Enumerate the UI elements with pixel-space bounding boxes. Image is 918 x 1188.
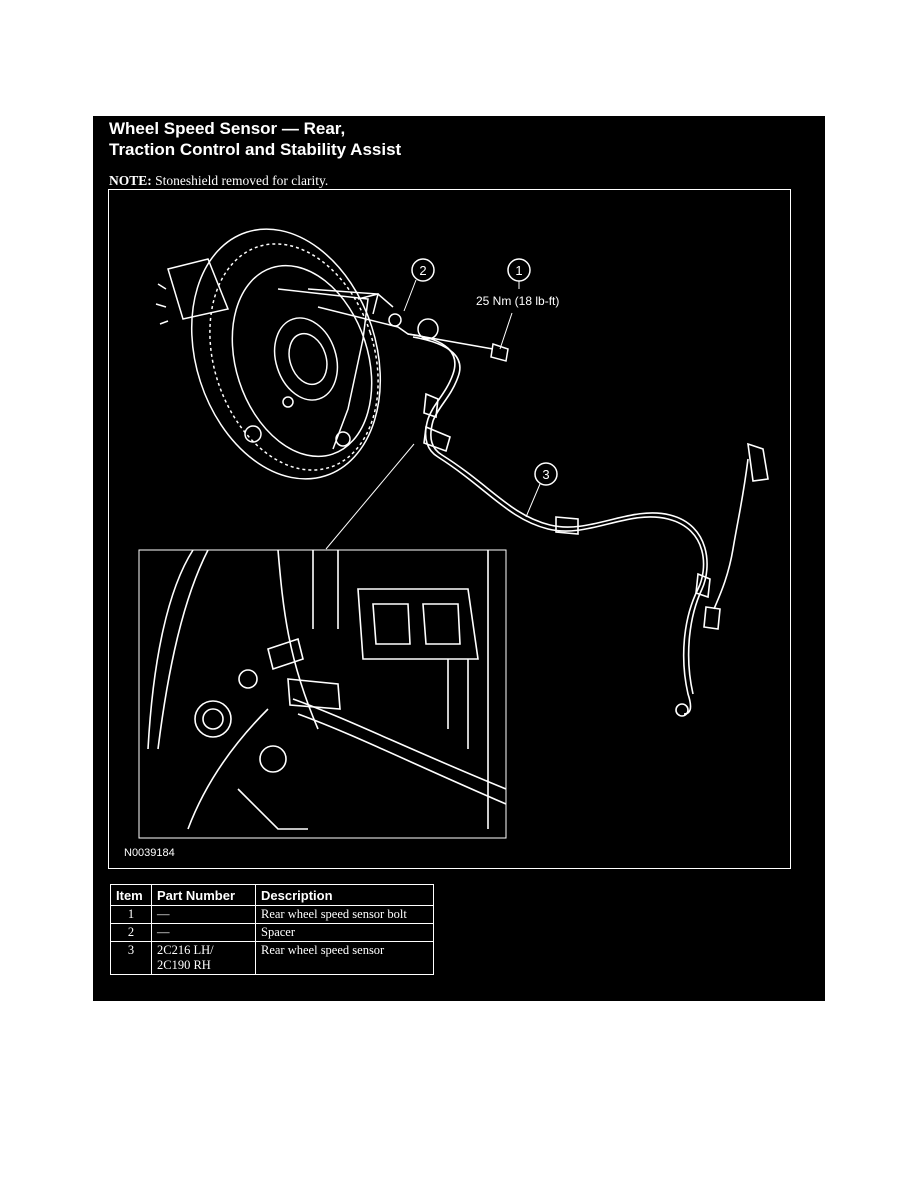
callout-3: 3	[525, 462, 558, 518]
illustration: 2 1 25 Nm (18 lb-ft) 3 N0039184	[108, 189, 791, 869]
sensor-harness-drawing	[407, 333, 769, 717]
note-label: NOTE:	[109, 173, 152, 188]
figure-id: N0039184	[124, 847, 175, 859]
svg-text:1: 1	[515, 263, 522, 278]
callout-1: 1	[499, 258, 531, 350]
description-cell: Spacer	[255, 923, 434, 942]
bolt-drawing	[317, 293, 509, 362]
table-row: 1 — Rear wheel speed sensor bolt	[110, 905, 434, 924]
description-cell: Rear wheel speed sensor bolt	[255, 905, 434, 924]
note-text: Stoneshield removed for clarity.	[155, 173, 329, 188]
note: NOTE: Stoneshield removed for clarity.	[109, 173, 328, 189]
svg-text:3: 3	[542, 467, 549, 482]
document-page: Wheel Speed Sensor — Rear, Traction Cont…	[93, 116, 825, 1001]
title-line-2: Traction Control and Stability Assist	[109, 140, 402, 159]
callout-2: 2	[403, 258, 435, 312]
item-cell: 2	[110, 923, 152, 942]
item-cell: 3	[110, 941, 152, 975]
description-cell: Rear wheel speed sensor	[255, 941, 434, 975]
inset-detail	[138, 549, 507, 839]
parts-table: Item Part Number Description 1 — Rear wh…	[110, 884, 434, 975]
torque-spec: 25 Nm (18 lb-ft)	[476, 294, 559, 308]
item-cell: 1	[110, 905, 152, 924]
table-header-row: Item Part Number Description	[110, 884, 434, 906]
title-line-1: Wheel Speed Sensor — Rear,	[109, 119, 346, 138]
callouts: 2 1 25 Nm (18 lb-ft) 3	[403, 258, 559, 518]
page-title: Wheel Speed Sensor — Rear, Traction Cont…	[109, 118, 401, 160]
part-number-cell: 2C216 LH/ 2C190 RH	[151, 941, 256, 975]
table-row: 2 — Spacer	[110, 923, 434, 942]
brake-rotor-drawing	[155, 228, 382, 480]
header-item: Item	[110, 884, 152, 906]
svg-text:2: 2	[419, 263, 426, 278]
wheel-speed-sensor-diagram: 2 1 25 Nm (18 lb-ft) 3 N0039184	[108, 189, 791, 869]
header-part-number: Part Number	[151, 884, 256, 906]
part-number-cell: —	[151, 923, 256, 942]
part-number-cell: —	[151, 905, 256, 924]
table-row: 3 2C216 LH/ 2C190 RH Rear wheel speed se…	[110, 941, 434, 975]
header-description: Description	[255, 884, 434, 906]
